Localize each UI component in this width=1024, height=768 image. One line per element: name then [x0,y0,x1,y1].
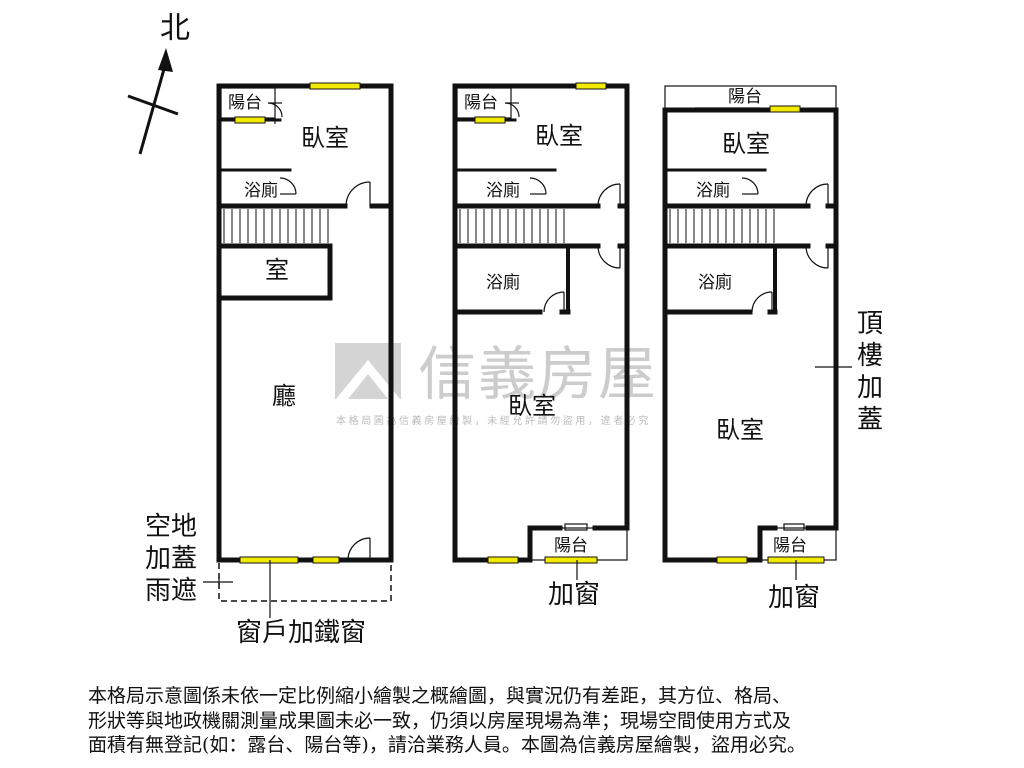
disclaimer-line-1: 本格局示意圖係未依一定比例縮小繪製之概繪圖，與實況仍有差距，其方位、格局、 [88,685,792,707]
floor-1-plan: 陽台 臥室 浴廁 室 廳 [216,82,394,602]
floor-2-plan: 陽台 臥室 浴廁 浴廁 臥室 陽台 [452,82,630,564]
leader-lines [203,366,852,618]
rooftop-note-char-3: 加 [857,373,883,403]
rooftop-note-char-1: 頂 [857,309,883,339]
floor-2-stairs [459,209,565,243]
floor-2-bathroom-1-label: 浴廁 [486,180,520,201]
floor-2-bedroom-back-label: 臥室 [535,122,583,150]
compass-north-label: 北 [160,11,190,46]
iron-window-note: 窗戶加鐵窗 [236,618,366,648]
floor-2-bedroom-front-label: 臥室 [508,392,556,420]
watermark-brand: 信義房屋 [418,340,658,408]
floor-3-balcony-back-label: 陽台 [728,87,762,107]
canopy-note-line-2: 加蓋 [145,544,197,574]
floor-3-bedroom-front-label: 臥室 [716,416,764,444]
disclaimer-line-3: 面積有無登記(如：露台、陽台等)，請洽業務人員。本圖為信義房屋繪製，盜用必究。 [88,734,806,756]
canopy-note-line-1: 空地 [145,512,197,542]
floor-3-plan: 陽台 臥室 浴廁 浴廁 臥室 陽台 [662,85,839,564]
disclaimer-line-2: 形狀等與地政機關測量成果圖未必一致，仍須以房屋現場為準；現場空間使用方式及 [88,709,792,732]
floor-2-balcony-front-label: 陽台 [554,536,588,556]
floor-3-stairs [669,209,775,243]
disclaimer: 本格局示意圖係未依一定比例縮小繪製之概繪圖，與實況仍有差距，其方位、格局、 形狀… [88,684,988,758]
floor-1-bathroom-label: 浴廁 [244,180,278,201]
watermark: 信義房屋 本格局圖為信義房屋繪製，未經允許請勿盜用，違者必究 [335,340,658,427]
floor-2-bathroom-2-label: 浴廁 [486,272,520,293]
rooftop-note-char-4: 蓋 [857,405,883,435]
floor-1-bedroom-label: 臥室 [301,124,349,152]
floor-1-balcony-label: 陽台 [228,93,262,113]
floor-1-hall-label: 廳 [272,382,296,410]
floor-3-bathroom-1-label: 浴廁 [696,180,730,201]
watermark-notice: 本格局圖為信義房屋繪製，未經允許請勿盜用，違者必究 [336,414,651,427]
floor-1-room-label: 室 [265,256,289,284]
floor-1-stairs [223,209,329,243]
floor-2-balcony-back-label: 陽台 [464,93,498,113]
rooftop-note-char-2: 樓 [857,341,883,371]
floor-3-bathroom-2-label: 浴廁 [698,272,732,293]
north-arrow-icon [127,48,179,155]
floor-3-balcony-front-label: 陽台 [773,536,807,556]
canopy-note-line-3: 雨遮 [145,576,197,606]
add-window-note-floor-2: 加窗 [548,580,600,610]
add-window-note-floor-3: 加窗 [768,583,820,613]
floor-3-bedroom-back-label: 臥室 [722,130,770,158]
